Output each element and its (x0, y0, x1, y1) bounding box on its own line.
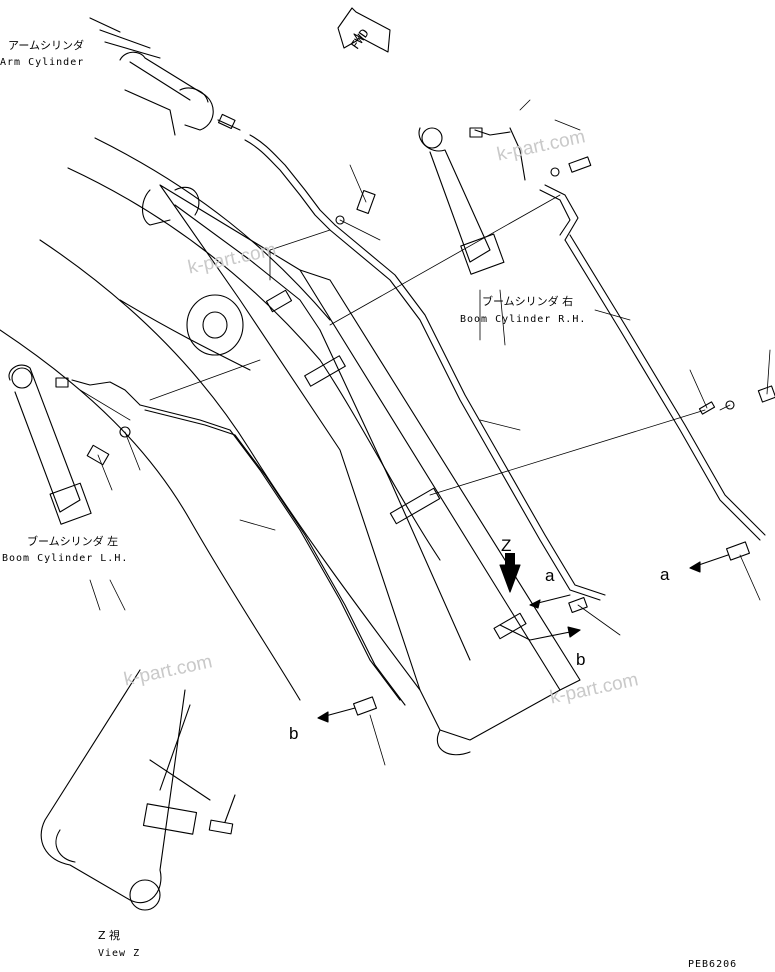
view-z-detail (40, 669, 236, 911)
boom-foot (141, 187, 244, 356)
boom-cylinder-lh-label-en: Boom Cylinder L.H. (2, 553, 129, 564)
lh-hose (71, 379, 406, 706)
ref-a-upper: a (545, 566, 555, 585)
fwd-arrow (337, 7, 391, 53)
ref-b-left: b (289, 724, 299, 743)
boom-cylinder-rh-label-jp: ブームシリンダ 右 (482, 295, 574, 308)
arm-cylinder-label-en: Arm Cylinder (0, 57, 85, 68)
ref-b-right: b (576, 650, 586, 669)
boom-cylinder-lh (8, 364, 92, 525)
boom-cylinder-rh (418, 127, 505, 275)
drawing-code: PEB6206 (688, 959, 738, 970)
clamps (265, 289, 527, 640)
boom-cylinder-lh-label-jp: ブームシリンダ 左 (27, 535, 119, 548)
arm-hose (217, 113, 606, 601)
leader-lines (79, 99, 771, 766)
view-z-label-jp: Z 視 (98, 929, 121, 942)
fittings (55, 127, 775, 716)
boom-cylinder-rh-label-en: Boom Cylinder R.H. (460, 314, 587, 325)
z-marker: Z (501, 536, 512, 555)
boom-outline (0, 137, 441, 701)
arm-cylinder (89, 17, 214, 136)
reference-arrows (317, 553, 729, 723)
view-z-label-en: View Z (98, 948, 141, 959)
boom-body (159, 184, 581, 756)
rh-hose (474, 127, 766, 541)
ref-a-right: a (660, 565, 670, 584)
arm-cylinder-label-jp: アームシリンダ (8, 39, 85, 52)
